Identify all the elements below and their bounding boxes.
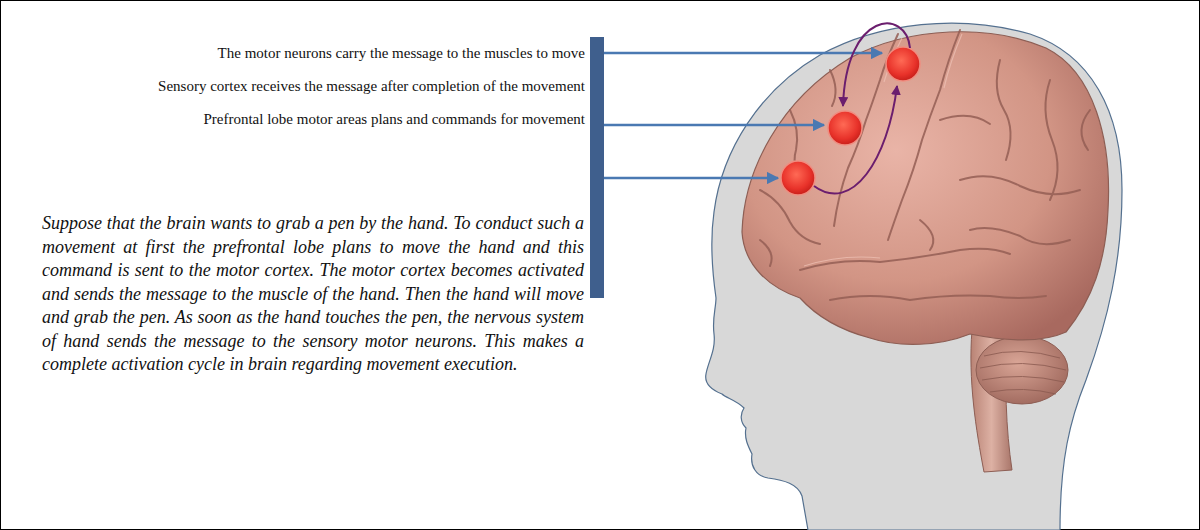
activation-spots	[781, 47, 920, 195]
motor-spot	[886, 47, 920, 81]
callout-label-holder: Sensory cortex receives the message afte…	[25, 77, 585, 95]
cerebellum	[976, 336, 1068, 404]
callout-label: The motor neurons carry the message to t…	[25, 44, 585, 62]
callout-label-holder: Prefrontal lobe motor areas plans and co…	[25, 110, 585, 128]
pointer-arrows	[604, 53, 882, 178]
pointer-arrow	[604, 177, 778, 180]
description-paragraph: Suppose that the brain wants to grab a p…	[42, 212, 584, 377]
pointer-arrow	[604, 124, 824, 127]
label-bar	[590, 37, 604, 298]
pointer-arrow	[604, 52, 882, 55]
callout-label: Prefrontal lobe motor areas plans and co…	[25, 110, 585, 128]
brain-highlights	[804, 34, 962, 266]
cerebrum	[742, 32, 1109, 345]
brain-sulci	[760, 30, 1090, 300]
sensory-spot	[828, 111, 862, 145]
callout-label: Sensory cortex receives the message afte…	[25, 77, 585, 95]
description-paragraph-holder: Suppose that the brain wants to grab a p…	[42, 212, 584, 377]
cycle-arrows	[814, 23, 910, 193]
prefrontal-spot	[781, 161, 815, 195]
callout-label-holder: The motor neurons carry the message to t…	[25, 44, 585, 62]
cerebellum-folds	[980, 351, 1066, 394]
cycle-arrow	[814, 86, 897, 194]
cycle-arrow	[843, 23, 910, 106]
head-silhouette	[706, 23, 1122, 530]
